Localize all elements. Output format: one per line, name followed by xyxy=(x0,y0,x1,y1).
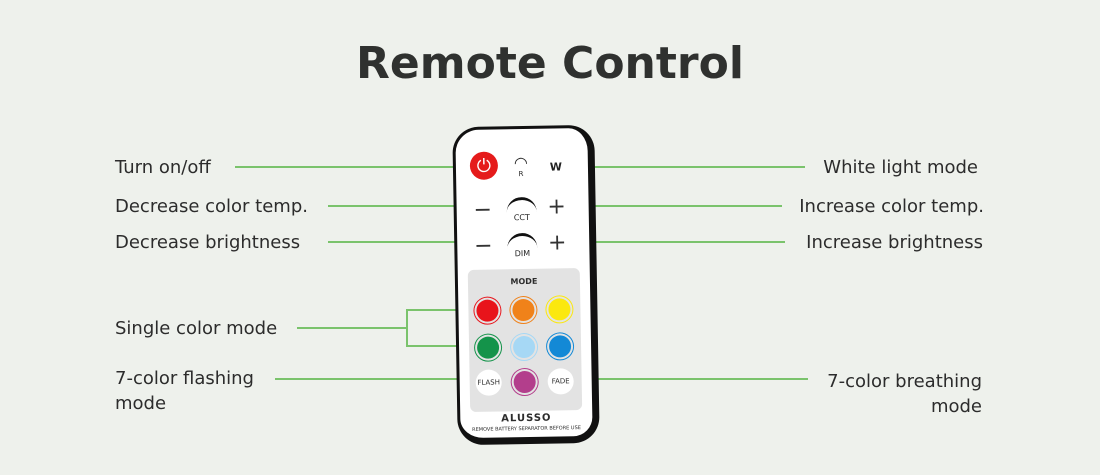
purple-button[interactable] xyxy=(513,370,536,394)
power-icon: ⏻ xyxy=(476,155,492,177)
page-title: Remote Control xyxy=(356,38,744,89)
label-flashing-mode: 7-color flashing mode xyxy=(115,366,254,416)
white-button[interactable]: W xyxy=(549,159,563,174)
dim-dial: DIM xyxy=(507,232,538,259)
wifi-icon: ◠R xyxy=(513,152,529,179)
label-breathing-line1: 7-color breathing xyxy=(827,371,982,392)
label-flashing-line2: mode xyxy=(115,393,167,414)
battery-note: REMOVE BATTERY SEPARATOR BEFORE USE xyxy=(472,425,581,433)
label-single-color-mode: Single color mode xyxy=(115,318,278,339)
remote-body: ⏻ ◠R W − CCT + − DIM + MODE FLASH FADE A… xyxy=(452,124,600,446)
label-increase-brightness: Increase brightness xyxy=(806,232,983,253)
label-flashing-line1: 7-color flashing xyxy=(115,368,254,389)
brand-logo: ALUSSO xyxy=(501,412,552,425)
flash-button[interactable]: FLASH xyxy=(475,369,502,396)
orange-button[interactable] xyxy=(512,298,535,322)
bracket-single-color xyxy=(406,309,472,347)
label-decrease-color-temp: Decrease color temp. xyxy=(115,196,308,217)
cct-plus-button[interactable]: + xyxy=(547,193,567,220)
red-button[interactable] xyxy=(476,299,499,322)
mode-panel: MODE FLASH FADE xyxy=(467,268,583,412)
green-button[interactable] xyxy=(476,336,500,359)
blue-button[interactable] xyxy=(548,335,572,358)
label-turn-on-off: Turn on/off xyxy=(115,157,211,178)
dim-minus-button[interactable]: − xyxy=(473,233,493,259)
label-increase-color-temp: Increase color temp. xyxy=(799,196,984,217)
label-breathing-line2: mode xyxy=(930,396,982,417)
dim-plus-button[interactable]: + xyxy=(547,229,567,256)
label-breathing-mode: 7-color breathing mode xyxy=(827,369,982,419)
label-decrease-brightness: Decrease brightness xyxy=(115,232,301,253)
wifi-sub-label: R xyxy=(518,170,524,179)
cct-minus-button[interactable]: − xyxy=(473,197,493,223)
light-blue-button[interactable] xyxy=(512,335,536,359)
fade-button[interactable]: FADE xyxy=(547,368,574,395)
mode-label: MODE xyxy=(510,276,538,287)
power-button[interactable]: ⏻ xyxy=(469,151,499,180)
yellow-button[interactable] xyxy=(548,298,571,321)
cct-dial: CCT xyxy=(506,196,537,223)
label-white-light-mode: White light mode xyxy=(823,157,978,178)
